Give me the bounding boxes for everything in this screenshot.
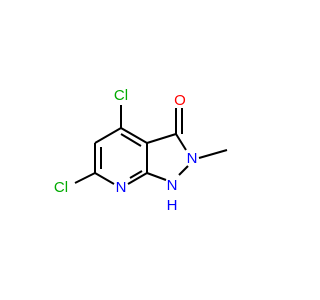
bond-c3-n2 (175, 133, 187, 151)
bond-n2-n1 (178, 165, 189, 176)
bond-c3a-c3 (146, 133, 177, 144)
bond-c3a-c4-double (120, 133, 142, 147)
bond-n7-c7a (127, 172, 148, 185)
bond-c4-c5 (94, 127, 122, 144)
bond-n7-c7a-double (129, 170, 143, 179)
atom-cl-left: Cl (54, 179, 68, 196)
atom-nh-nitrogen: N (167, 177, 178, 194)
bond-n1-c7a (146, 172, 167, 181)
bond-c3a-c4 (120, 127, 148, 144)
bond-c6-cl (74, 172, 96, 184)
atom-nitrogen-methyl: N (187, 150, 198, 167)
atom-nh-hydrogen: H (167, 197, 178, 214)
atom-cl-top: Cl (114, 87, 128, 104)
atom-oxygen: O (174, 92, 186, 109)
bonds (74, 105, 228, 185)
atom-labels: Cl Cl O N N N H (54, 87, 198, 214)
molecule-structure: Cl Cl O N N N H (54, 87, 228, 214)
bond-n2-methyl (198, 149, 228, 159)
molecule-canvas: Cl Cl O N N N H (54, 87, 228, 214)
atom-nitrogen-ring: N (116, 179, 127, 196)
bond-c6-n7 (94, 172, 115, 185)
